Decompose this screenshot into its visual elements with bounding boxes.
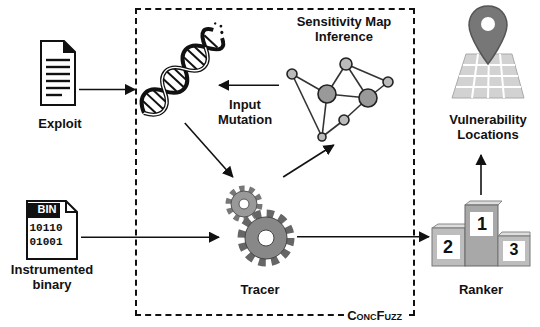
- process-node: Tracer: [220, 178, 300, 300]
- process-node: Sensitivity Map Inference: [278, 12, 410, 148]
- rank-number: 1: [477, 214, 487, 234]
- file-type-tag: BIN: [38, 203, 57, 216]
- arrow-connector: [185, 123, 233, 177]
- binary-digits: 01001: [29, 236, 62, 249]
- frame-title: ConcFuzz: [344, 308, 405, 323]
- node-label: Instrumented binary: [4, 262, 100, 292]
- document-icon: [40, 40, 76, 106]
- network-icon: [282, 52, 397, 142]
- rank-number: 3: [510, 241, 519, 259]
- node-label: Ranker: [428, 282, 534, 297]
- node-label: Input Mutation: [214, 97, 276, 127]
- arrow-connector: [79, 89, 135, 91]
- dna-icon: [138, 35, 216, 120]
- arrow-connector: [480, 155, 482, 195]
- arrow-connector: [283, 145, 334, 177]
- process-node: Input Mutation: [138, 35, 276, 131]
- node-label: Exploit: [20, 116, 100, 131]
- binary-digits: 10110: [29, 222, 62, 235]
- arrow-connector: [297, 236, 429, 238]
- dashed-frame: ConcFuzz Sensitivity Map Inference: [135, 8, 415, 316]
- node-label: Sensitivity Map Inference: [284, 14, 404, 44]
- node-label: Tracer: [220, 282, 300, 297]
- arrow-connector: [219, 85, 279, 87]
- arrow-connector: [81, 236, 219, 238]
- node-label: Vulnerability Locations: [443, 112, 533, 142]
- input-node: Exploit: [20, 38, 100, 138]
- gears-icon: [222, 180, 294, 270]
- map-pin-icon: [452, 2, 524, 102]
- output-node: Vulnerability Locations: [438, 0, 538, 152]
- rank-number: 2: [443, 237, 453, 257]
